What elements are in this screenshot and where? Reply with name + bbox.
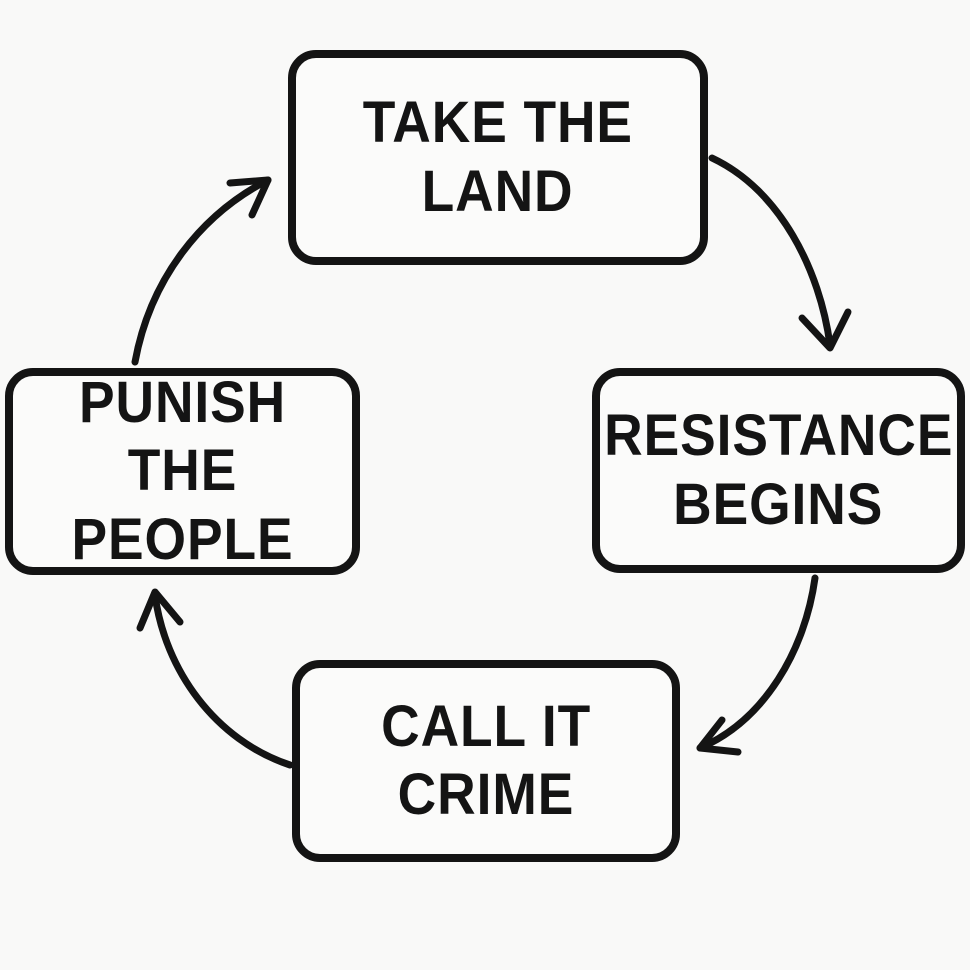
arrow-crime-to-punish (136, 588, 294, 769)
arrow-take-to-resistance (708, 154, 852, 352)
step-label: CRIME (397, 762, 575, 827)
step-resistance-begins: RESISTANCE BEGINS (592, 368, 965, 573)
step-label: THE PEOPLE (71, 438, 294, 572)
step-label: BEGINS (673, 471, 884, 537)
step-label: PUNISH (78, 369, 287, 435)
step-label: CALL IT (381, 693, 591, 759)
arrow-punish-to-take (131, 176, 272, 366)
step-take-the-land: TAKE THE LAND (288, 50, 708, 265)
step-label: TAKE THE (362, 90, 634, 156)
step-punish-the-people: PUNISH THE PEOPLE (5, 368, 360, 575)
step-call-it-crime: CALL IT CRIME (292, 660, 680, 862)
step-label: LAND (422, 158, 574, 224)
step-label: RESISTANCE (603, 403, 954, 469)
arrow-resistance-to-crime (696, 574, 819, 756)
